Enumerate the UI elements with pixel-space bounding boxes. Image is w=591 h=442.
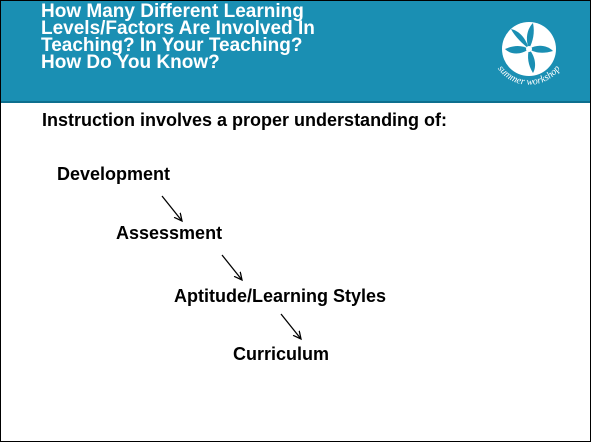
slide-title: How Many Different Learning Levels/Facto… bbox=[41, 1, 315, 73]
slide-header: How Many Different Learning Levels/Facto… bbox=[1, 1, 590, 103]
level-assessment: Assessment bbox=[116, 223, 223, 243]
arrow-down-right-icon bbox=[280, 313, 301, 339]
arrow-down-right-icon bbox=[161, 195, 182, 221]
level-curriculum: Curriculum bbox=[233, 344, 330, 364]
level-aptitude: Aptitude/Learning Styles bbox=[174, 286, 387, 306]
arrow-down-right-icon bbox=[221, 254, 242, 280]
intro-text: Instruction involves a proper understand… bbox=[42, 110, 448, 130]
level-development: Development bbox=[57, 164, 171, 184]
summer-workshop-logo-icon: summer workshop bbox=[495, 22, 563, 88]
